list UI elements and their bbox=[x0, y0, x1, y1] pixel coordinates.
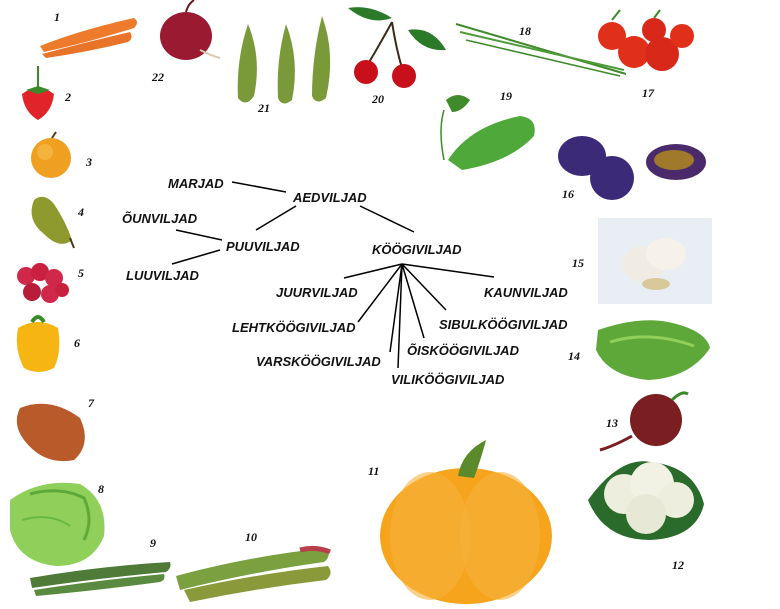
item-number-5: 5 bbox=[78, 266, 84, 280]
beans-image bbox=[30, 562, 171, 596]
label-luuviljad: LUUVILJAD bbox=[126, 268, 199, 283]
lettuce-image bbox=[596, 320, 710, 380]
label-aedviljad: AEDVILJAD bbox=[293, 190, 367, 205]
label-koogiviljad: KÖÖGIVILJAD bbox=[372, 242, 462, 257]
item-number-1: 1 bbox=[54, 10, 60, 24]
pepper-image bbox=[16, 315, 60, 372]
item-number-9: 9 bbox=[150, 536, 156, 550]
pear-image bbox=[31, 196, 75, 249]
item-number-13: 13 bbox=[606, 416, 618, 430]
cherry-image bbox=[348, 7, 446, 88]
item-number-2: 2 bbox=[65, 90, 71, 104]
line-luuviljad bbox=[171, 249, 221, 265]
line-koogiviljad bbox=[359, 205, 415, 233]
item-number-15: 15 bbox=[572, 256, 584, 270]
line-oiskoogiviljad bbox=[401, 263, 425, 339]
label-kaunviljad: KAUNVILJAD bbox=[484, 285, 568, 300]
line-marjad bbox=[231, 181, 287, 193]
cucumber-image bbox=[440, 95, 535, 170]
label-puuviljad: PUUVILJAD bbox=[226, 239, 300, 254]
sweet-potato-image bbox=[16, 403, 85, 462]
line-puuviljad bbox=[255, 205, 297, 231]
onion-image bbox=[160, 0, 221, 60]
item-number-11: 11 bbox=[368, 464, 380, 478]
item-number-4: 4 bbox=[78, 205, 84, 219]
label-sibulkoogiviljad: SIBULKÖÖGIVILJAD bbox=[439, 317, 568, 332]
item-number-17: 17 bbox=[642, 86, 654, 100]
label-ounviljad: ÕUNVILJAD bbox=[122, 211, 198, 226]
item-number-22: 22 bbox=[152, 70, 164, 84]
label-varskoogiviljad: VARSKÖÖGIVILJAD bbox=[256, 354, 381, 369]
pumpkin-image bbox=[380, 440, 552, 604]
label-marjad: MARJAD bbox=[168, 176, 224, 191]
strawberry-image bbox=[22, 66, 54, 120]
label-vilikoogiviljad: VILIKÖÖGIVILJAD bbox=[391, 372, 505, 387]
garlic-image bbox=[598, 218, 712, 304]
label-lehtkoogiviljad: LEHTKÖÖGIVILJAD bbox=[232, 320, 356, 335]
item-number-12: 12 bbox=[672, 558, 684, 572]
item-number-19: 19 bbox=[500, 89, 512, 103]
peas-image bbox=[237, 16, 331, 104]
line-sibulkoogiviljad bbox=[401, 263, 447, 311]
item-number-8: 8 bbox=[98, 482, 104, 496]
chives-image bbox=[455, 23, 627, 77]
item-number-16: 16 bbox=[562, 187, 574, 201]
item-number-10: 10 bbox=[245, 530, 257, 544]
raspberry-image bbox=[17, 263, 69, 303]
item-number-18: 18 bbox=[519, 24, 531, 38]
apple-image bbox=[31, 131, 71, 178]
item-number-21: 21 bbox=[258, 101, 270, 115]
item-number-3: 3 bbox=[86, 155, 92, 169]
line-varskoogiviljad bbox=[389, 263, 403, 353]
item-number-14: 14 bbox=[568, 349, 580, 363]
item-number-6: 6 bbox=[74, 336, 80, 350]
line-juurviljad bbox=[343, 263, 403, 279]
label-oiskoogiviljad: ÕISKÖÖGIVILJAD bbox=[407, 343, 519, 358]
line-vilikoogiviljad bbox=[397, 263, 403, 369]
item-number-20: 20 bbox=[372, 92, 384, 106]
connector-lines bbox=[171, 181, 495, 369]
plum-image bbox=[558, 136, 706, 200]
line-ounviljad bbox=[175, 229, 223, 241]
cabbage-image bbox=[10, 482, 105, 566]
label-juurviljad: JUURVILJAD bbox=[276, 285, 358, 300]
tomato-image bbox=[598, 9, 694, 71]
beet-image bbox=[599, 391, 689, 452]
item-number-7: 7 bbox=[88, 396, 94, 410]
cauliflower-image bbox=[588, 461, 704, 540]
line-kaunviljad bbox=[401, 263, 495, 278]
rhubarb-image bbox=[176, 545, 331, 602]
line-lehtkoogiviljad bbox=[357, 263, 403, 323]
carrot-image bbox=[40, 18, 137, 58]
